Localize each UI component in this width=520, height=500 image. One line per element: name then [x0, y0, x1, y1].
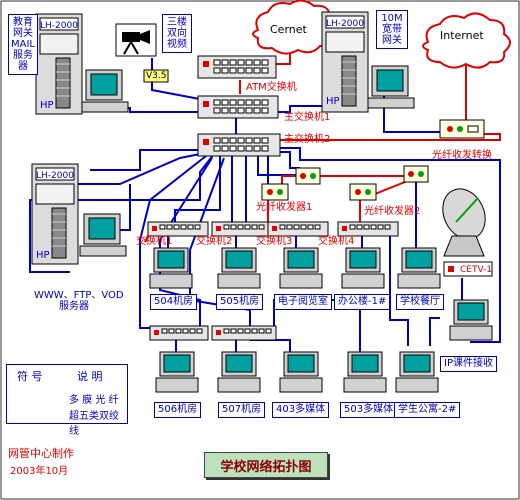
room-reading-label: 电子阅览室 [274, 294, 332, 310]
main-switch-2 [197, 133, 281, 157]
mail-server-caption: 教育 网关 MAIL 服务 器 [8, 14, 38, 75]
satellite-receiver-led [448, 266, 454, 272]
fiber-transceiver-2-label: 光纤收发器2 [364, 206, 421, 217]
pc-dorm [395, 351, 439, 393]
legend-box: 符 号 说 明 多 膜 光 纤 超五类双绞线 [6, 364, 128, 437]
atm-switch [197, 55, 277, 79]
pc-reading [279, 247, 323, 289]
satellite-badge: CETV-1 [460, 265, 493, 275]
switch-3-label: 交换机3 [256, 236, 293, 247]
video-camera-icon [115, 23, 157, 57]
fiber-transceiver-2 [349, 183, 377, 201]
pc-507 [217, 351, 261, 393]
pc-503 [343, 351, 387, 393]
switch-lower-1 [149, 325, 209, 341]
room-505-label: 505机房 [216, 294, 264, 310]
cernet-label: Cernet [270, 23, 307, 36]
www-server-tower [31, 163, 79, 265]
pc-403 [279, 351, 323, 393]
atm-switch-label: ATM交换机 [246, 82, 297, 93]
room-ip-label: IP课件接收 [440, 356, 497, 372]
pc-ip-receive [449, 299, 493, 341]
pc-canteen [397, 247, 441, 289]
pc-505 [217, 247, 261, 289]
video-badge-box [143, 69, 169, 83]
room-dorm-label: 学生公寓-2# [394, 402, 461, 418]
legend-symbol-header: 符 号 [17, 370, 43, 383]
room-503-label: 503多媒体 [340, 402, 398, 418]
switch-2 [211, 221, 273, 237]
fiber-links [144, 42, 501, 243]
legend-twisted-text: 超五类双绞线 [69, 411, 119, 437]
room-504-label: 504机房 [150, 294, 198, 310]
room-office-label: 办公楼-1# [334, 294, 391, 310]
legend-fiber-text: 多 膜 光 纤 [69, 395, 119, 406]
fiber-transceiver-1 [261, 183, 289, 201]
gateway-server-brand: HP [326, 96, 340, 107]
main-switch-2-label: 主交换机2 [284, 134, 331, 145]
gateway-server-model: LH-2000 [326, 19, 364, 29]
mail-server-brand: HP [40, 100, 54, 111]
www-server-caption: WWW、FTP、VOD 服务器 [34, 290, 124, 312]
main-switch-1 [197, 95, 279, 119]
footer-maker: 网管中心制作 [8, 447, 74, 460]
switch-4 [337, 221, 399, 237]
fiber-convert-label: 光纤收发转换 [432, 150, 492, 161]
mail-server-tower [35, 13, 83, 115]
satellite-dish-icon [442, 188, 486, 257]
fiber-transceiver-1-label: 光纤收发器1 [256, 202, 313, 213]
www-server-brand: HP [36, 250, 50, 261]
diagram-title: 学校网络拓扑图 [204, 452, 328, 478]
gateway-monitor [367, 65, 415, 109]
fiber-convert-transceiver [439, 119, 485, 139]
pc-506 [155, 351, 199, 393]
gateway-server-tower [321, 11, 369, 113]
switch-lower-2 [211, 325, 277, 341]
switch-2-label: 交换机2 [196, 236, 233, 247]
gateway-caption: 10M 宽带 网关 [376, 10, 408, 49]
room-507-label: 507机房 [218, 402, 266, 418]
internet-cloud [422, 12, 511, 69]
switch-3 [267, 221, 329, 237]
main-switch-1-label: 主交换机1 [284, 112, 331, 123]
switch-4-label: 交换机4 [318, 236, 355, 247]
room-403-label: 403多媒体 [272, 402, 330, 418]
footer-date: 2003年10月 [10, 466, 69, 477]
pc-504 [149, 247, 193, 289]
internet-label: Internet [440, 29, 484, 42]
room-506-label: 506机房 [154, 402, 202, 418]
pc-office [341, 247, 385, 289]
satellite-receiver-box [443, 261, 493, 277]
room-canteen-label: 学校餐厅 [396, 294, 444, 310]
mail-monitor [81, 69, 129, 113]
switch-1-label: 交换机1 [136, 236, 173, 247]
video-badge: V3.5 [146, 71, 167, 81]
video-caption: 三楼 双向 视频 [162, 14, 192, 53]
switch-1 [147, 221, 209, 237]
www-server-model: LH-2000 [36, 171, 74, 181]
fiber-transceiver-b [403, 165, 429, 183]
www-monitor [79, 213, 127, 257]
fiber-transceiver-a [295, 167, 321, 185]
mail-server-model: LH-2000 [40, 21, 78, 31]
legend-desc-header: 说 明 [77, 370, 103, 383]
